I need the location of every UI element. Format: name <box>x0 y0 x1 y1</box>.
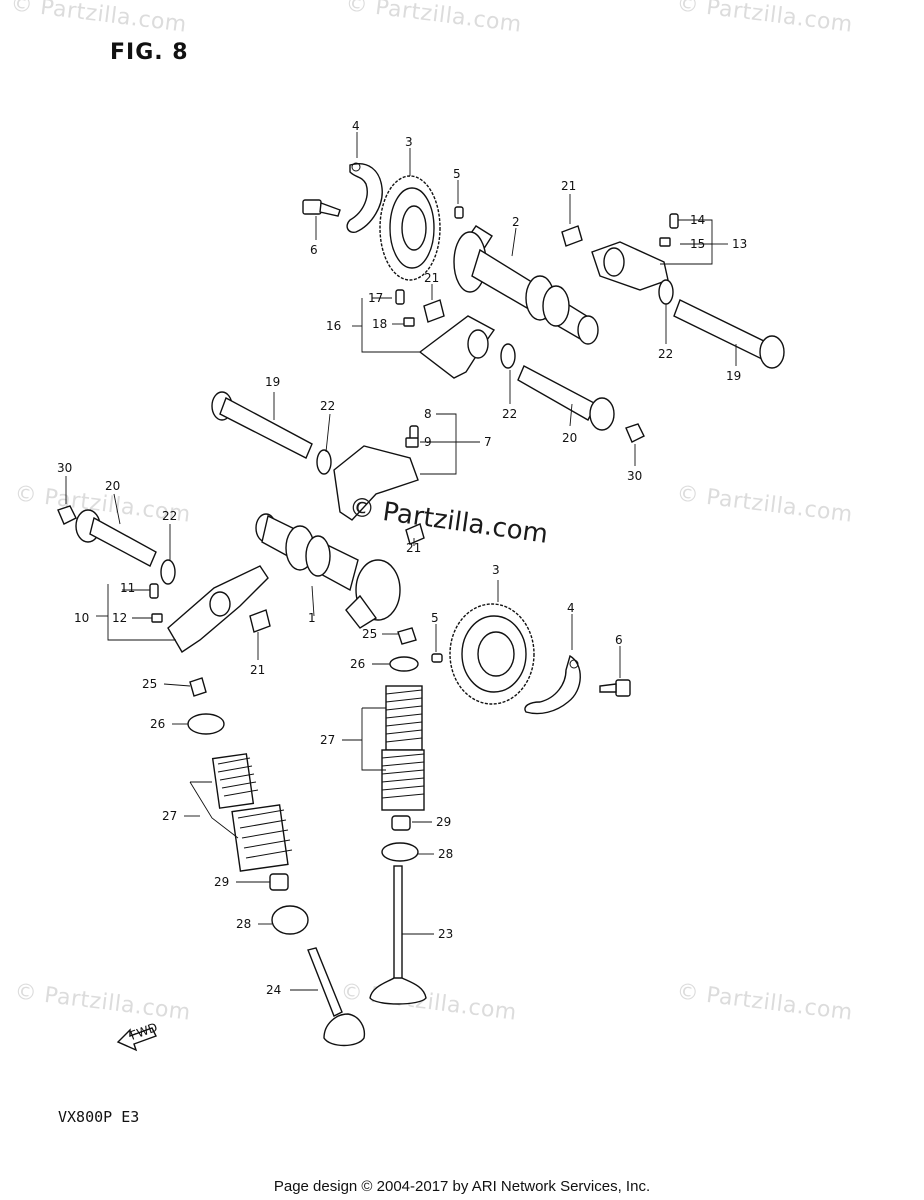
pad-part-21 <box>423 299 445 323</box>
callout-10: 10 <box>74 611 89 625</box>
rocker-shaft-part-19 <box>673 299 785 369</box>
callout-27: 27 <box>162 809 177 823</box>
valve-part-24 <box>307 947 366 1047</box>
callout-30: 30 <box>57 461 72 475</box>
valve-spring-part-27 <box>211 753 293 872</box>
cam-bracket-part-4 <box>524 654 581 715</box>
callout-15: 15 <box>690 237 705 251</box>
callout-30: 30 <box>627 469 642 483</box>
callout-3: 3 <box>492 563 500 577</box>
page-footer: Page design © 2004-2017 by ARI Network S… <box>273 1178 651 1195</box>
rocker-arm-part-7 <box>333 425 419 521</box>
callout-20: 20 <box>105 479 120 493</box>
pad-part-21 <box>405 523 425 545</box>
callout-11: 11 <box>120 581 135 595</box>
rocker-arm-part-16 <box>395 289 496 379</box>
callout-13: 13 <box>732 237 747 251</box>
rocker-arm-part-10 <box>149 565 269 653</box>
pad-part-21 <box>249 609 271 633</box>
pin-part-5 <box>454 206 464 219</box>
cam-sprocket-part-3 <box>449 603 535 705</box>
callout-28: 28 <box>438 847 453 861</box>
callout-1: 1 <box>308 611 316 625</box>
callout-22: 22 <box>320 399 335 413</box>
washer-part-22 <box>500 343 516 369</box>
bolt-part-6 <box>599 679 631 697</box>
rocker-arm-part-13 <box>591 213 679 291</box>
callout-6: 6 <box>310 243 318 257</box>
callout-29: 29 <box>214 875 229 889</box>
pin-part-5 <box>431 653 443 663</box>
seat-part-28 <box>271 905 309 935</box>
callout-5: 5 <box>453 167 461 181</box>
washer-part-22 <box>160 559 176 585</box>
callout-24: 24 <box>266 983 281 997</box>
callout-9: 9 <box>424 435 432 449</box>
callout-28: 28 <box>236 917 251 931</box>
washer-part-22 <box>658 279 674 305</box>
callout-26: 26 <box>350 657 365 671</box>
seal-part-29 <box>269 873 289 891</box>
callout-8: 8 <box>424 407 432 421</box>
cam-sprocket-part-3 <box>379 175 441 281</box>
callout-4: 4 <box>567 601 575 615</box>
forward-arrow-icon: FWD <box>116 1020 159 1052</box>
callout-26: 26 <box>150 717 165 731</box>
callout-22: 22 <box>502 407 517 421</box>
model-code: VX800P E3 <box>58 1108 140 1126</box>
callout-21: 21 <box>424 271 439 285</box>
bolt-part-6 <box>302 199 341 217</box>
callout-29: 29 <box>436 815 451 829</box>
figure-title: FIG. 8 <box>110 40 189 65</box>
rocker-shaft-part-20 <box>517 365 615 431</box>
callout-14: 14 <box>690 213 705 227</box>
seal-part-29 <box>391 815 411 831</box>
callout-17: 17 <box>368 291 383 305</box>
callout-16: 16 <box>326 319 341 333</box>
washer-part-22 <box>316 449 332 475</box>
valve-part-23 <box>369 865 427 1005</box>
cotter-part-25 <box>189 677 207 697</box>
seat-part-28 <box>381 842 419 862</box>
callout-22: 22 <box>162 509 177 523</box>
callout-2: 2 <box>512 215 520 229</box>
callout-12: 12 <box>112 611 127 625</box>
callout-20: 20 <box>562 431 577 445</box>
callout-6: 6 <box>615 633 623 647</box>
valve-spring-part-27 <box>381 685 425 811</box>
cotter-part-25 <box>397 627 417 645</box>
pad-part-21 <box>561 225 583 247</box>
cap-part-30 <box>57 505 77 525</box>
callout-21: 21 <box>561 179 576 193</box>
cap-part-30 <box>625 423 645 443</box>
rocker-shaft-part-20 <box>75 509 157 567</box>
callout-3: 3 <box>405 135 413 149</box>
callout-19: 19 <box>726 369 741 383</box>
callout-27: 27 <box>320 733 335 747</box>
callout-25: 25 <box>142 677 157 691</box>
callout-7: 7 <box>484 435 492 449</box>
callout-25: 25 <box>362 627 377 641</box>
cam-bracket-part-4 <box>346 162 383 234</box>
callout-21: 21 <box>250 663 265 677</box>
callout-19: 19 <box>265 375 280 389</box>
retainer-part-26 <box>389 656 419 672</box>
rocker-shaft-part-19 <box>211 391 313 459</box>
callout-18: 18 <box>372 317 387 331</box>
camshaft-part-2 <box>453 225 599 345</box>
callout-23: 23 <box>438 927 453 941</box>
callout-4: 4 <box>352 119 360 133</box>
camshaft-part-1 <box>255 513 401 629</box>
callout-5: 5 <box>431 611 439 625</box>
callout-22: 22 <box>658 347 673 361</box>
callout-21: 21 <box>406 541 421 555</box>
retainer-part-26 <box>187 713 225 735</box>
